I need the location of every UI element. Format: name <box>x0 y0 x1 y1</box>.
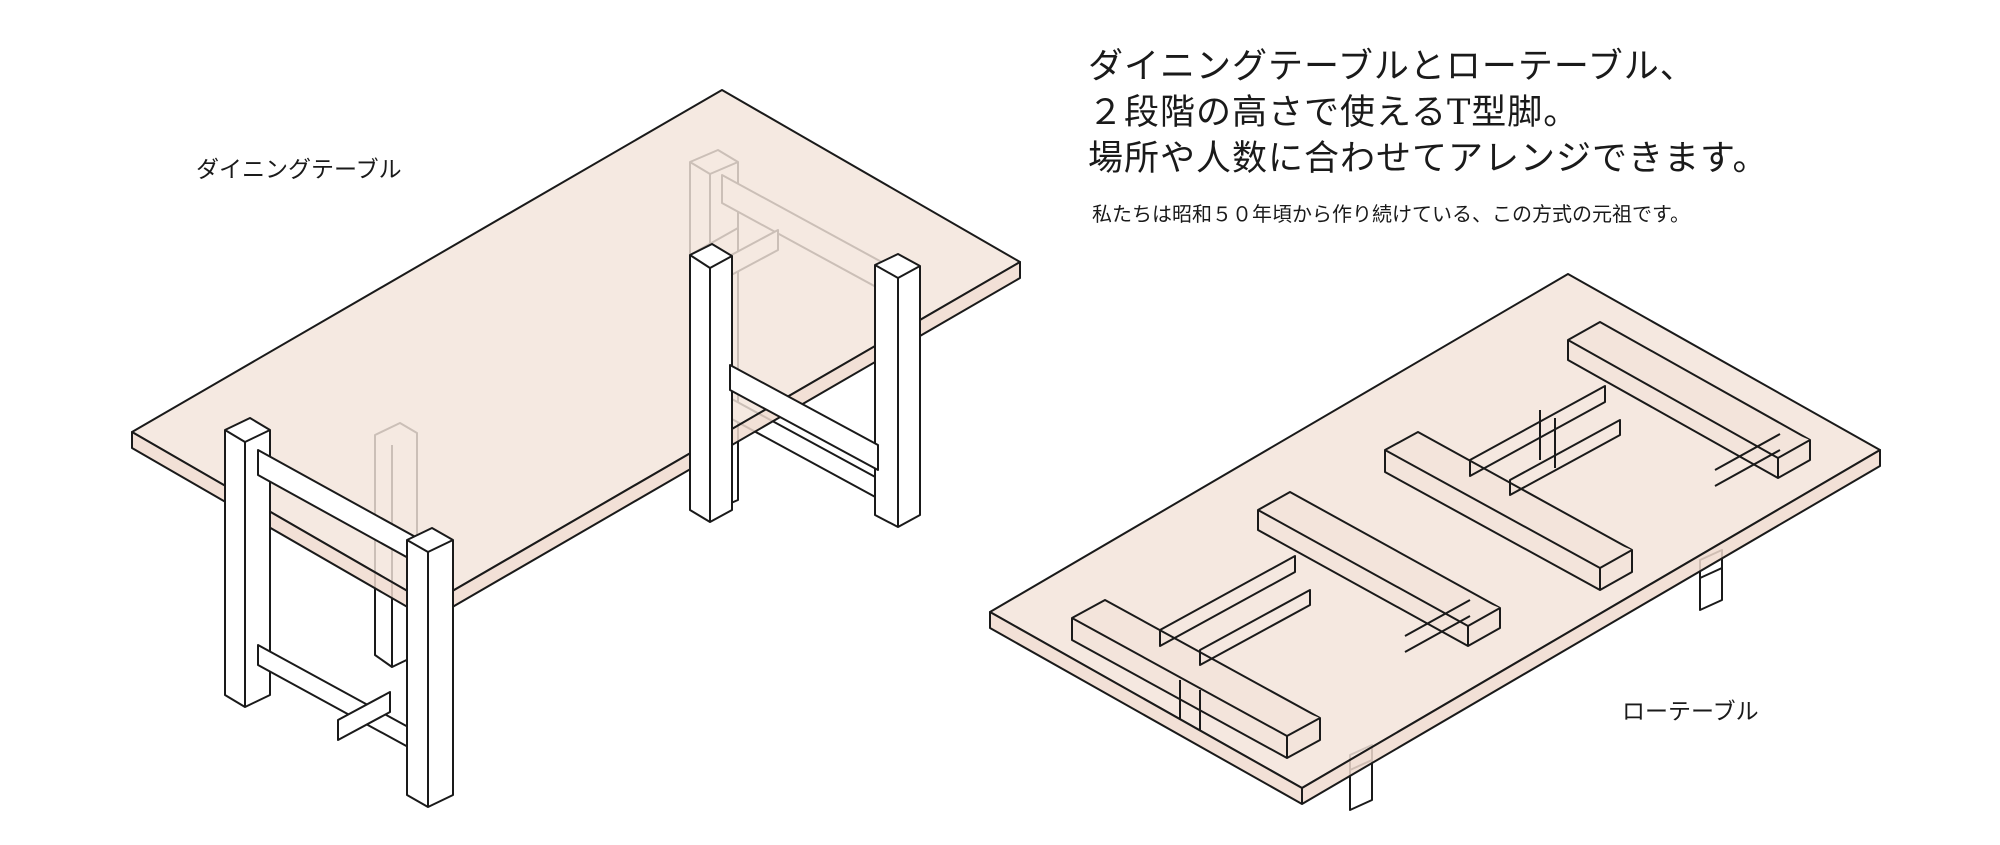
headline: ダイニングテーブルとローテーブル、 ２段階の高さで使えるT型脚。 場所や人数に合… <box>1088 44 1968 182</box>
low-table-label: ローテーブル <box>1622 699 1759 725</box>
low-table-right-leg <box>1384 321 1811 591</box>
subline: 私たちは昭和５０年頃から作り続けている、この方式の元祖です。 <box>1092 202 1690 226</box>
headline-line-3: 場所や人数に合わせてアレンジできます。 <box>1088 139 1769 179</box>
low-table-left-leg <box>1071 491 1501 759</box>
headline-line-1: ダイニングテーブルとローテーブル、 <box>1088 47 1696 87</box>
dining-table-far-leg-front <box>689 243 921 528</box>
dining-table-near-leg-front <box>224 417 454 808</box>
dining-table-label: ダイニングテーブル <box>196 157 402 183</box>
headline-line-2: ２段階の高さで使えるT型脚。 <box>1088 93 1580 133</box>
